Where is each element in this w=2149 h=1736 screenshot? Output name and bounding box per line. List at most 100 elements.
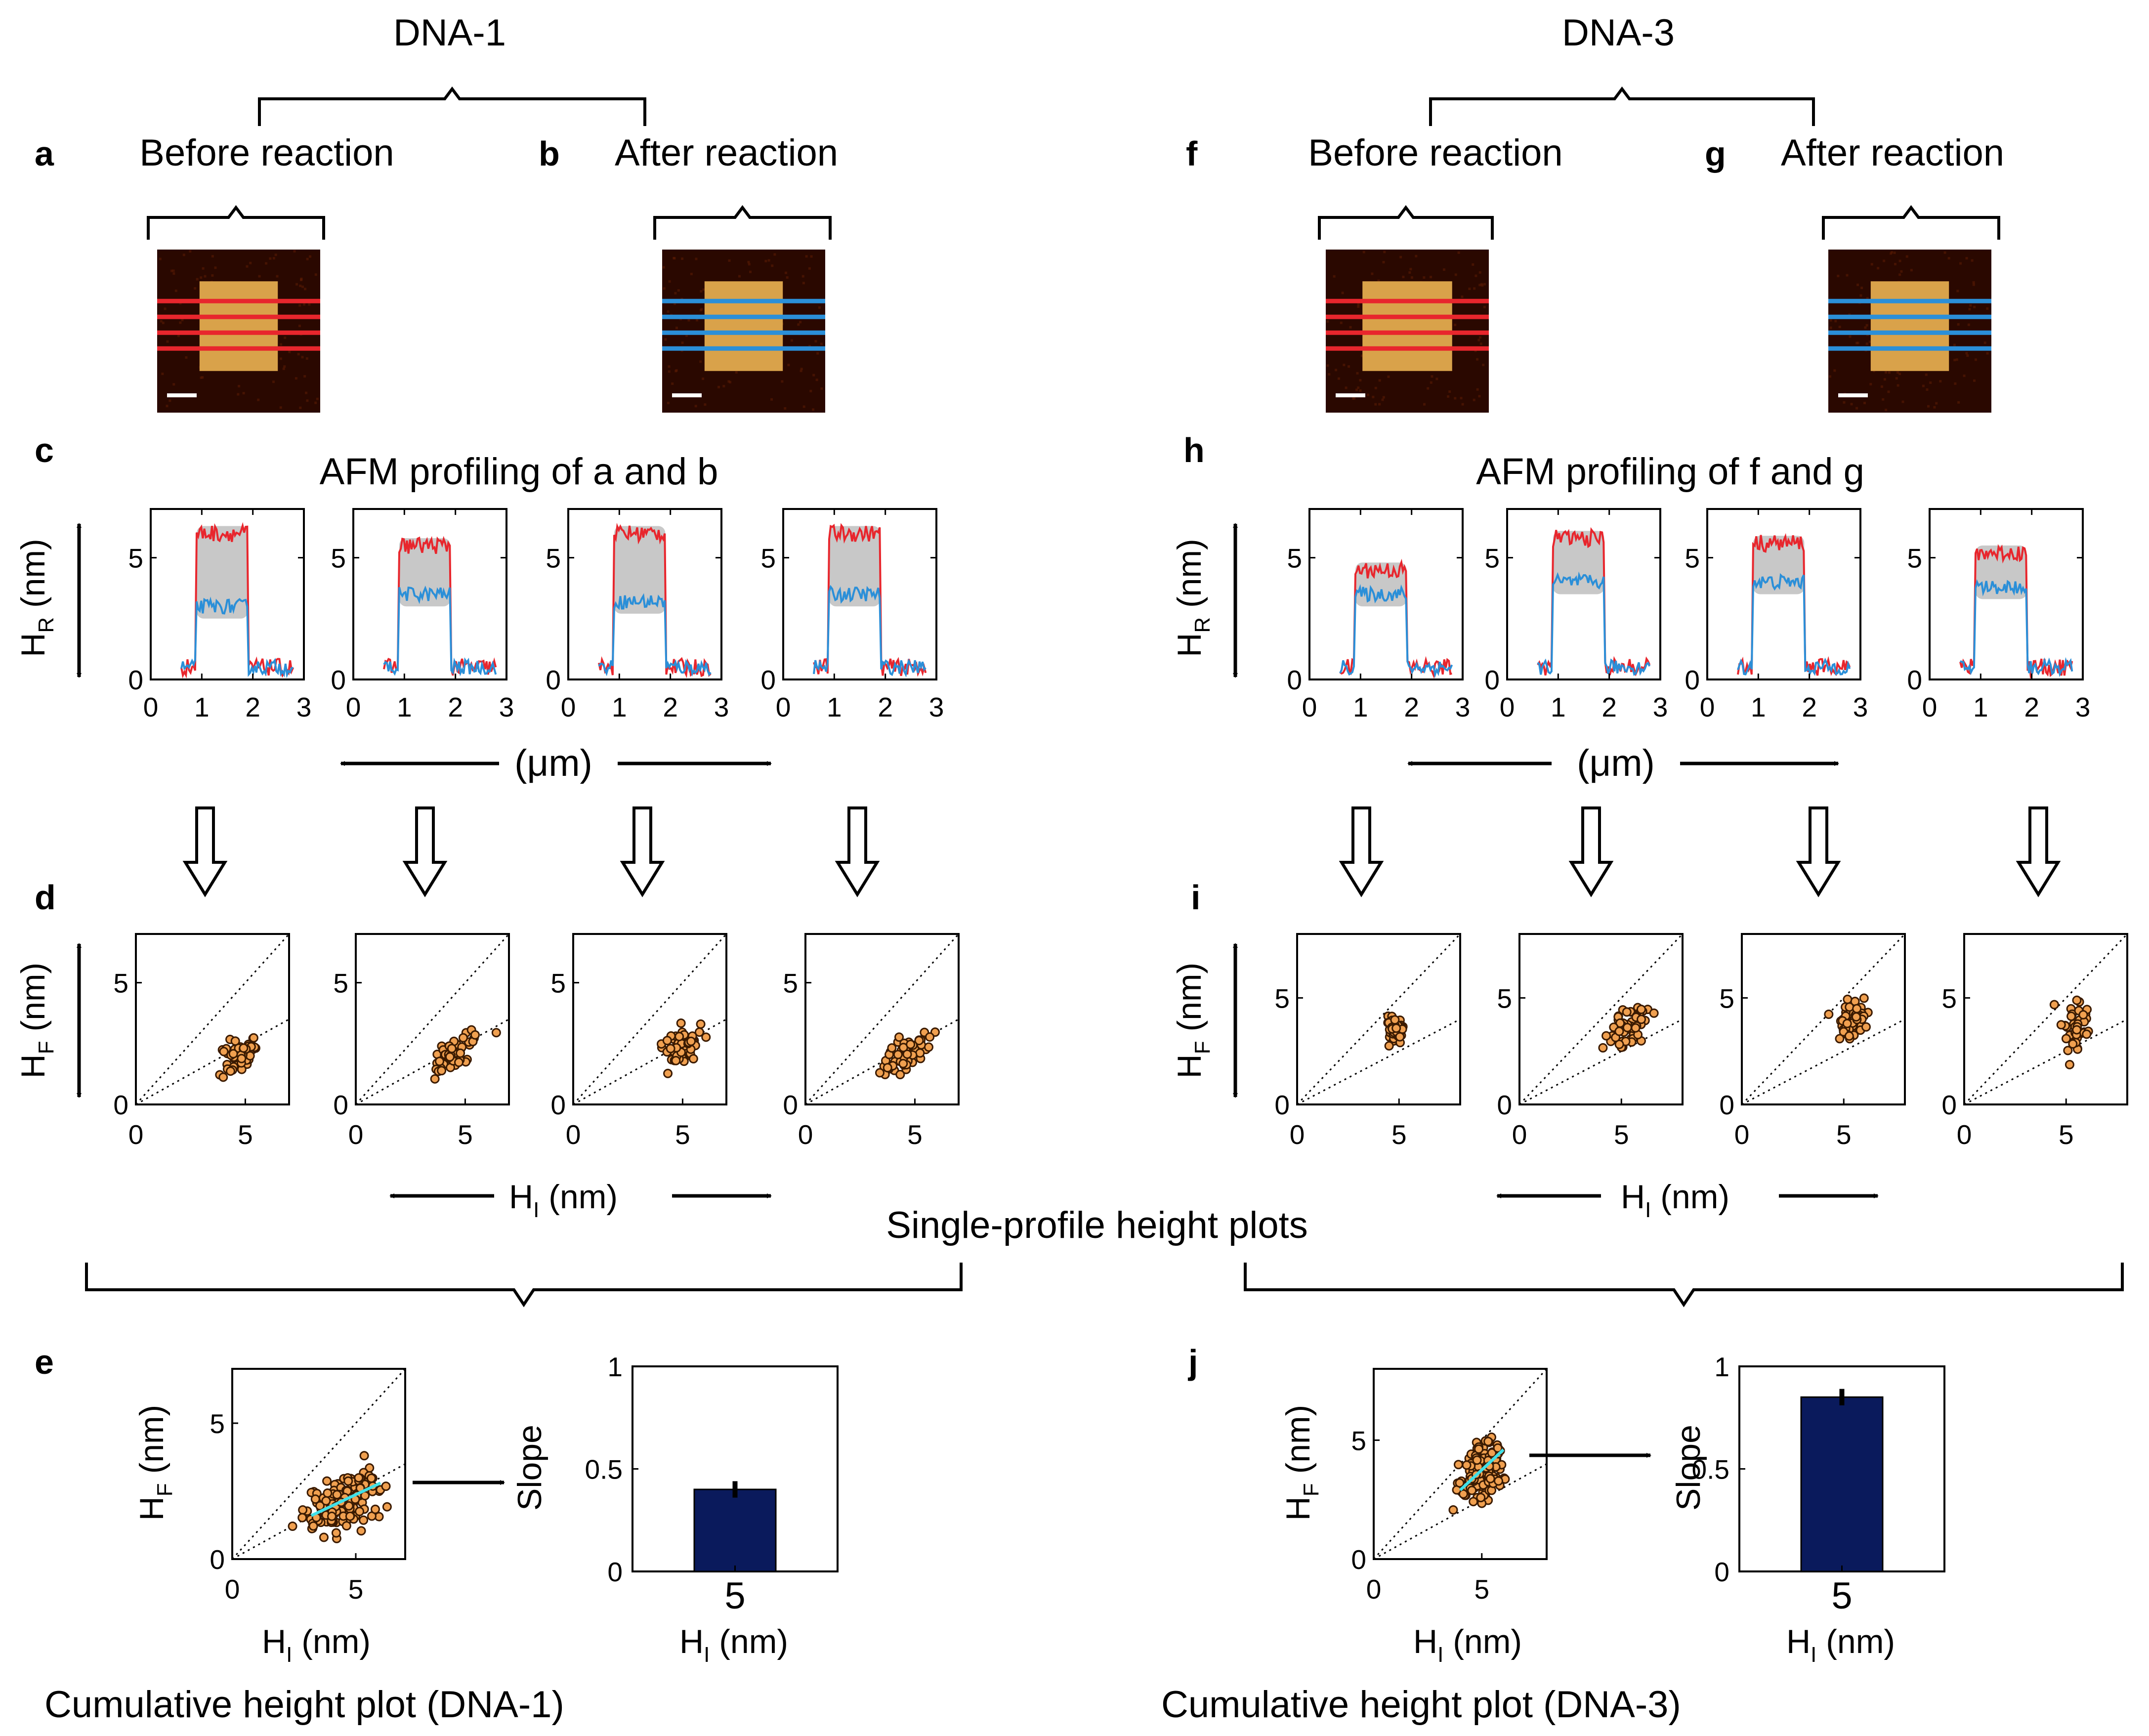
- panel-letter-g: g: [1705, 134, 1726, 173]
- afm-speckle: [1971, 259, 1974, 262]
- afm-speckle: [1905, 255, 1908, 258]
- bottom-bracket-dna3: [1244, 1263, 2124, 1308]
- y-tick-label: 0: [1484, 665, 1500, 695]
- scatter-point: [1636, 1005, 1646, 1015]
- afm-speckle: [303, 303, 306, 306]
- before-label: Before reaction: [139, 132, 394, 174]
- afm-speckle: [1939, 380, 1942, 382]
- scatter-point: [366, 1473, 376, 1483]
- down-arrow: [1568, 806, 1614, 897]
- scatter-point: [902, 1049, 912, 1059]
- reference-line: [1963, 933, 2128, 1105]
- afm-speckle: [303, 375, 306, 378]
- afm-speckle: [200, 276, 203, 279]
- afm-speckle: [1355, 388, 1358, 391]
- afm-speckle: [1341, 292, 1344, 295]
- afm-speckle: [305, 357, 308, 360]
- x-tick-label: 1: [1751, 692, 1766, 722]
- image-bracket-a: [147, 205, 325, 240]
- afm-speckle: [1430, 276, 1433, 279]
- scatter-point: [458, 1033, 468, 1043]
- y-axis-label-hr: HR (nm): [1171, 539, 1215, 657]
- scatter-point: [2065, 1059, 2074, 1069]
- reference-line: [1373, 1368, 1548, 1560]
- afm-speckle: [1953, 359, 1956, 362]
- plot-frame: [352, 508, 507, 680]
- afm-speckle: [272, 257, 275, 260]
- afm-speckle: [800, 370, 802, 373]
- afm-speckle: [316, 397, 319, 400]
- y-tick-label: 0: [113, 1090, 128, 1120]
- afm-speckle: [1374, 386, 1377, 389]
- scatter-point: [310, 1494, 320, 1504]
- afm-speckle: [238, 384, 241, 387]
- afm-speckle: [1957, 323, 1960, 326]
- scatter-point: [308, 1521, 318, 1531]
- down-arrow: [402, 806, 448, 897]
- afm-speckle: [172, 383, 175, 386]
- bar: [693, 1488, 777, 1572]
- afm-speckle: [189, 250, 192, 253]
- afm-speckle: [1348, 365, 1350, 368]
- afm-speckle: [1864, 326, 1867, 329]
- scatter-point: [1861, 1022, 1871, 1032]
- y-tick-label: 0.5: [1692, 1454, 1729, 1485]
- panel-letter-j: j: [1187, 1343, 1198, 1381]
- afm-speckle: [770, 398, 773, 401]
- scatter-point: [341, 1521, 351, 1531]
- scatter-point: [1448, 1505, 1458, 1515]
- afm-speckle: [1868, 340, 1871, 343]
- afm-speckle: [1357, 303, 1360, 306]
- scatter-point: [1835, 1034, 1845, 1044]
- x-tick-label: 2: [1802, 692, 1817, 722]
- scatter-point: [435, 1057, 445, 1066]
- y-tick-label: 1: [1714, 1352, 1729, 1382]
- y-tick-label: 0: [1685, 665, 1700, 695]
- afm-speckle: [790, 339, 793, 342]
- afm-speckle: [298, 304, 301, 307]
- scatter-point: [322, 1476, 332, 1486]
- y-tick-label: 5: [331, 543, 346, 574]
- x-tick-label: 5: [238, 1119, 253, 1150]
- afm-speckle: [169, 399, 171, 402]
- reference-line: [355, 1018, 509, 1105]
- afm-speckle: [1357, 386, 1360, 389]
- panel-letter-i: i: [1191, 878, 1200, 917]
- afm-speckle: [298, 325, 301, 328]
- scatter-point: [345, 1511, 355, 1521]
- x-tick-label: 5: [348, 1574, 364, 1605]
- afm-speckle: [1372, 395, 1375, 398]
- afm-speckle: [674, 292, 677, 295]
- afm-speckle: [1895, 377, 1898, 380]
- y-tick-label: 5: [1274, 983, 1290, 1014]
- afm-speckle: [1901, 400, 1904, 403]
- afm-speckle: [164, 307, 167, 310]
- afm-speckle: [815, 379, 818, 381]
- y-tick-label: 0: [333, 1090, 348, 1120]
- afm-speckle: [1454, 324, 1457, 327]
- afm-speckle: [799, 321, 802, 324]
- scatter-point: [355, 1507, 365, 1517]
- scatter-point: [895, 1070, 905, 1080]
- afm-speckle: [1890, 252, 1893, 255]
- afm-speckle: [1377, 279, 1380, 282]
- down-arrow: [835, 806, 880, 897]
- afm-speckle: [1927, 405, 1930, 408]
- afm-speckle: [1973, 305, 1976, 308]
- after-profile-line: [180, 596, 294, 678]
- afm-speckle: [1478, 271, 1481, 274]
- y-tick-label: 5: [1719, 983, 1734, 1014]
- afm-speckle: [664, 338, 667, 341]
- y-tick-label: 0: [760, 665, 776, 695]
- afm-speckle: [1885, 409, 1888, 412]
- image-bracket-b: [653, 205, 832, 240]
- afm-speckle: [297, 353, 300, 356]
- afm-speckle: [1381, 398, 1384, 401]
- image-bracket-g: [1822, 205, 2000, 240]
- afm-speckle: [820, 387, 823, 390]
- x-tick-label: 5: [1614, 1119, 1629, 1150]
- afm-speckle: [1473, 287, 1476, 290]
